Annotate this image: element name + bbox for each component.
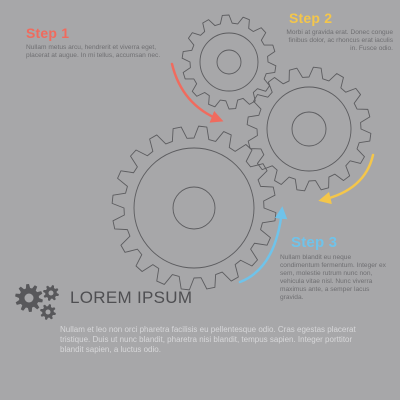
arrow-step1-to-step3	[238, 206, 288, 284]
step2-description: Morbi at gravida erat. Donec congue fini…	[286, 29, 393, 52]
step3-description: Nullam metus arcu, hendrerit et viverra …	[26, 44, 161, 59]
two-gears-icon	[15, 284, 59, 320]
arrow-step3-to-step2	[170, 62, 224, 123]
step1-description: Nullam blandit eu neque condimentum ferm…	[280, 254, 386, 301]
step1-title: Step 3	[291, 234, 338, 251]
step2-title: Step 2	[289, 10, 333, 26]
gear-medium-icon	[246, 66, 372, 192]
headline: LOREM IPSUM	[70, 288, 193, 307]
arrow-step2-to-step1	[318, 153, 375, 205]
step3-title: Step 1	[26, 25, 70, 41]
body-paragraph: Nullam et leo non orci pharetra facilisi…	[60, 325, 356, 354]
gear-large-icon	[111, 125, 277, 291]
gear-small-icon	[181, 14, 277, 110]
